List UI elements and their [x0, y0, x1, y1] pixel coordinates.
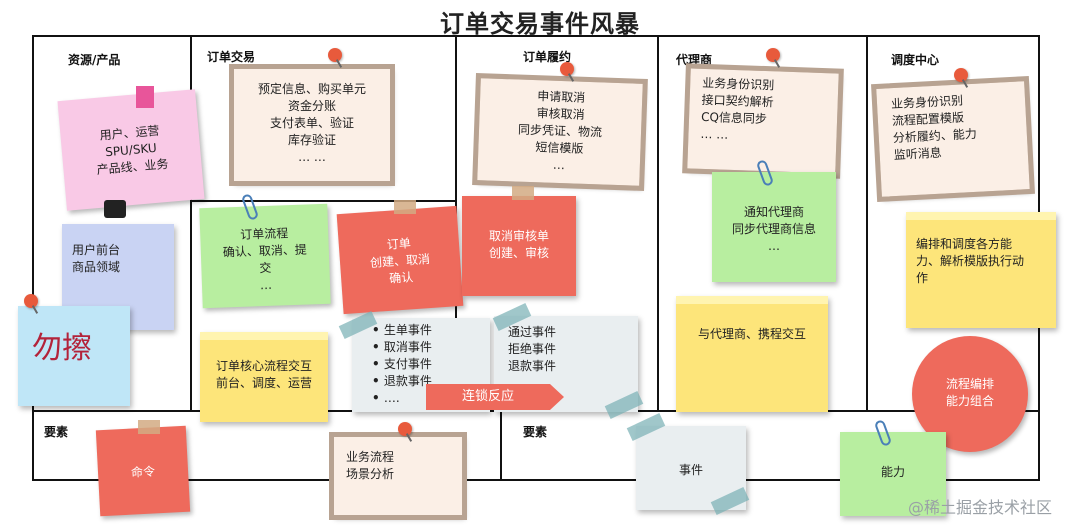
note-trade-info: 预定信息、购买单元 资金分账 支付表单、验证 库存验证 … … [229, 64, 395, 186]
note-resource-users: 用户、运营 SPU/SKU 产品线、业务 [57, 89, 205, 211]
divider-v-5 [500, 410, 502, 481]
note-core-flow: 订单核心流程交互 前台、调度、运营 [200, 332, 328, 422]
pushpin-icon [766, 48, 780, 62]
binder-clip-icon [104, 200, 126, 218]
pushpin-icon [560, 62, 574, 76]
pushpin-icon [328, 48, 342, 62]
section-element-left: 要素 [44, 425, 69, 439]
section-fulfill: 订单履约 [523, 50, 572, 64]
note-cancel-review: 取消审核单 创建、审核 [462, 196, 576, 296]
pushpin-icon [398, 422, 412, 436]
section-resource: 资源/产品 [68, 53, 121, 67]
note-events-right: 通过事件 拒绝事件 退款事件 [494, 316, 638, 412]
divider-h-trade [190, 200, 457, 202]
note-fulfill-info: 申请取消 审核取消 同步凭证、物流 短信模版 … [472, 72, 648, 192]
note-agent-info: 业务身份识别 接口契约解析 CQ信息同步 … … [682, 63, 844, 179]
pushpin-icon [24, 294, 38, 308]
chain-reaction-arrow: 连锁反应 [426, 384, 564, 410]
note-dispatch-info: 业务身份识别 流程配置模版 分析履约、能力 监听消息 [871, 75, 1035, 203]
note-order-create: 订单 创建、取消 确认 [336, 205, 464, 315]
tape-resource [136, 86, 154, 108]
note-order-flow: 订单流程 确认、取消、提 交 … [199, 203, 331, 309]
note-command: 命令 [95, 425, 191, 517]
section-agent: 代理商 [676, 53, 713, 67]
note-capability: 能力 [840, 432, 946, 516]
note-agent-interact: 与代理商、携程交互 [676, 296, 828, 412]
section-dispatch: 调度中心 [891, 53, 940, 67]
tape-cancel-review [512, 186, 534, 200]
note-wipe: 勿擦 [18, 306, 130, 406]
pushpin-icon [954, 68, 968, 82]
divider-v-3 [657, 35, 659, 411]
note-agent-notify: 通知代理商 同步代理商信息 … [712, 172, 836, 282]
tape-command [138, 420, 160, 434]
note-dispatch-orchestrate: 编排和调度各方能 力、解析模版执行动 作 [906, 212, 1056, 328]
divider-v-4 [866, 35, 868, 411]
watermark: @稀土掘金技术社区 [908, 498, 1053, 517]
section-element-right: 要素 [523, 425, 548, 439]
section-trade: 订单交易 [207, 50, 256, 64]
note-business-flow: 业务流程 场景分析 [329, 432, 467, 520]
divider-v-1 [190, 35, 192, 411]
page-title: 订单交易事件风暴 [440, 10, 640, 38]
wipe-text: 勿擦 [32, 331, 92, 366]
tape-order-create [394, 200, 416, 214]
